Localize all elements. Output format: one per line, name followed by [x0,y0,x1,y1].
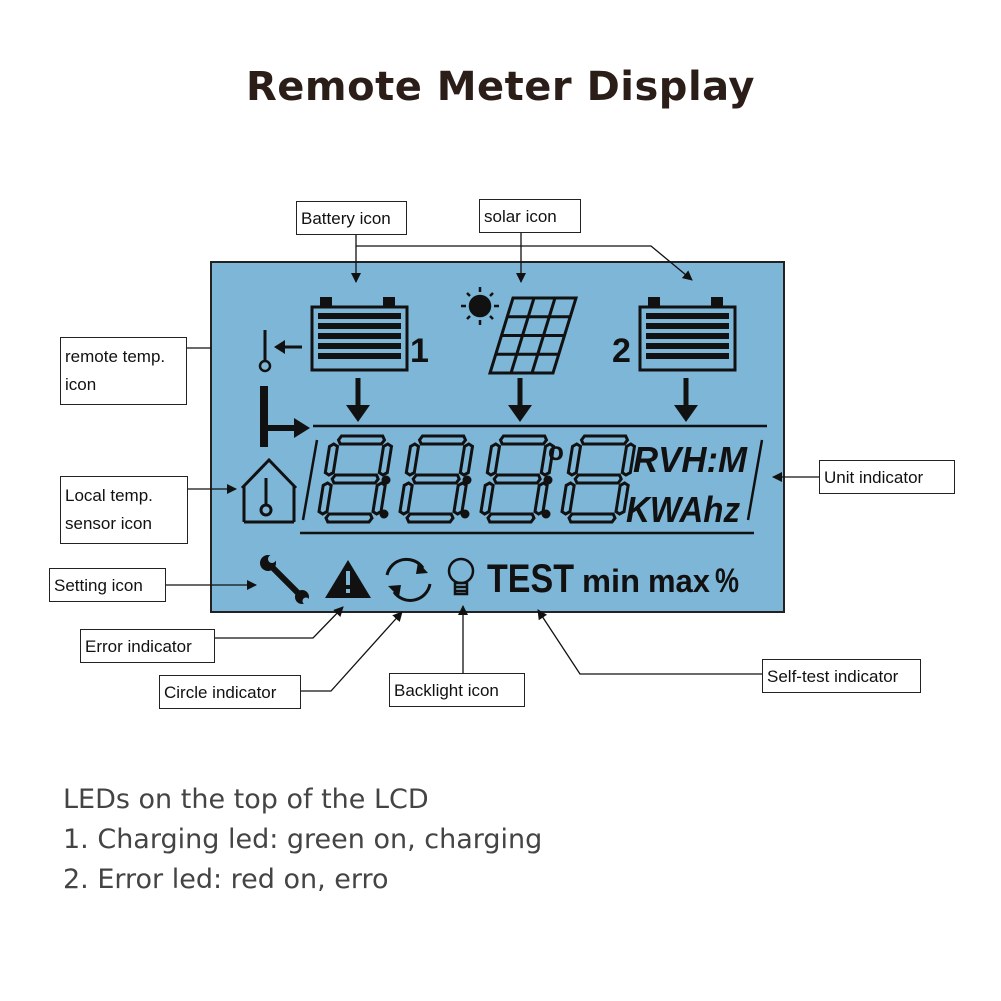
led-notes: LEDs on the top of the LCD 1. Charging l… [63,780,542,900]
degree-symbol: o [548,436,564,466]
solar-icon-label: solar icon [479,199,581,233]
digit-4-segment-d [567,512,617,524]
unit-text-top: RVH:M [633,439,748,480]
unit-indicator-label: Unit indicator [819,460,955,494]
digit-1-segment-a [336,434,387,446]
solar-panel-icon [487,296,579,375]
digit-2-segment-a [417,434,468,446]
digit-1-segment-d [324,512,374,524]
warning-icon [325,560,371,598]
max-indicator: max [648,563,710,599]
flow-arrows [346,378,698,422]
battery-1-number: 1 [410,332,429,370]
digit-1-segment-e [317,481,333,516]
remote-temp-label: remote temp. icon [60,337,187,405]
error-indicator-label-text: Error indicator [85,637,192,656]
led-notes-heading: LEDs on the top of the LCD [63,784,429,815]
digit-2-segment-f [404,442,421,477]
digit-3-segment-a [498,434,549,446]
digit-3-segment-d [486,512,536,524]
circle-indicator-label-text: Circle indicator [164,683,277,702]
error-indicator-label: Error indicator [80,629,215,663]
battery-icon-label-text: Battery icon [301,209,391,228]
backlight-icon-label: Backlight icon [389,673,525,707]
local-temp-label-line2: sensor icon [65,514,152,533]
backlight-icon-label-text: Backlight icon [394,681,499,700]
digit-4-segment-b [620,442,637,477]
page-title: Remote Meter Display [245,64,755,110]
battery-2-icon [638,297,737,372]
unit-text-bottom: KWAhz [626,489,740,530]
digit-2-segment-d [405,512,455,524]
self-test-indicator-label-text: Self-test indicator [767,667,899,686]
wrench-icon [260,555,310,605]
local-temp-label-line1: Local temp. [65,486,153,505]
self-test-indicator-label: Self-test indicator [762,659,921,693]
digit-2-segment-b [458,442,475,477]
setting-icon-label-text: Setting icon [54,576,143,595]
circle-indicator-label: Circle indicator [159,675,301,709]
digit-4-segment-a [579,434,630,446]
digit-2-segment-g [411,473,461,485]
sun-icon [461,287,499,325]
battery-2-number: 2 [612,332,631,370]
digit-3-segment-b [539,442,556,477]
battery-1-icon [310,297,409,372]
local-temp-label: Local temp. sensor icon [60,476,188,544]
digit-2-segment-c [452,481,468,516]
digit-3-segment-g [492,473,542,485]
percent-indicator: % [715,562,739,600]
local-temp-sensor-icon [240,457,298,524]
digit-3-segment-e [479,481,495,516]
cycle-icon [385,557,432,602]
remote-temp-icon [258,330,302,373]
digit-4-segment-g [573,473,623,485]
setting-icon-label: Setting icon [49,568,166,602]
led-notes-item-2: 2. Error led: red on, erro [63,864,389,895]
decimal-points [379,475,553,519]
remote-temp-label-line1: remote temp. [65,347,166,366]
remote-connection-arrow [260,386,310,447]
lcd-panel [210,261,785,613]
remote-temp-label-line2: icon [65,375,97,394]
digit-4-segment-f [566,442,583,477]
digit-2-segment-e [398,481,414,516]
test-indicator: TEST [487,557,574,601]
digit-4-segment-e [560,481,576,516]
seven-segment-digits [317,434,637,524]
digit-1-segment-b [377,442,394,477]
digit-1-segment-c [371,481,387,516]
solar-icon-label-text: solar icon [484,207,557,226]
digit-frame [300,424,767,535]
battery-icon-label: Battery icon [296,201,407,235]
digit-1-segment-f [323,442,340,477]
digit-1-segment-g [330,473,380,485]
digit-3-segment-c [533,481,549,516]
led-notes-item-1: 1. Charging led: green on, charging [63,824,543,855]
digit-3-segment-f [485,442,502,477]
unit-indicator-label-text: Unit indicator [824,468,924,487]
light-bulb-icon [447,557,475,596]
callout-lines [166,232,819,692]
digit-4-segment-c [614,481,630,516]
min-indicator: min [582,563,640,599]
